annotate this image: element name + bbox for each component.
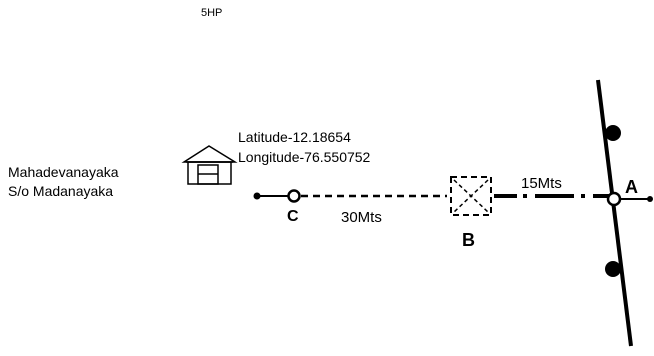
- consumer-relation: S/o Madanayaka: [8, 183, 113, 199]
- point-c-label: C: [287, 208, 299, 225]
- point-a-label: A: [625, 177, 638, 197]
- house-icon: [181, 145, 238, 185]
- pole-icon: [605, 261, 621, 277]
- distribution-box-icon: [450, 176, 492, 216]
- point-a-marker: [606, 191, 622, 207]
- point-c-marker: [287, 189, 301, 203]
- pole-icon: [605, 125, 621, 141]
- longitude-label: Longitude-76.550752: [238, 149, 371, 165]
- main-distribution-line: [596, 79, 633, 347]
- distance-b-to-a: 15Mts: [521, 175, 562, 192]
- point-b-label: B: [462, 230, 475, 250]
- point-a-terminal-dot: [647, 196, 653, 202]
- latitude-label: Latitude-12.18654: [238, 129, 351, 145]
- load-label: 5HP: [201, 7, 222, 19]
- distance-c-to-b: 30Mts: [341, 209, 382, 226]
- service-connection: [253, 189, 301, 203]
- consumer-name: Mahadevanayaka: [8, 164, 119, 180]
